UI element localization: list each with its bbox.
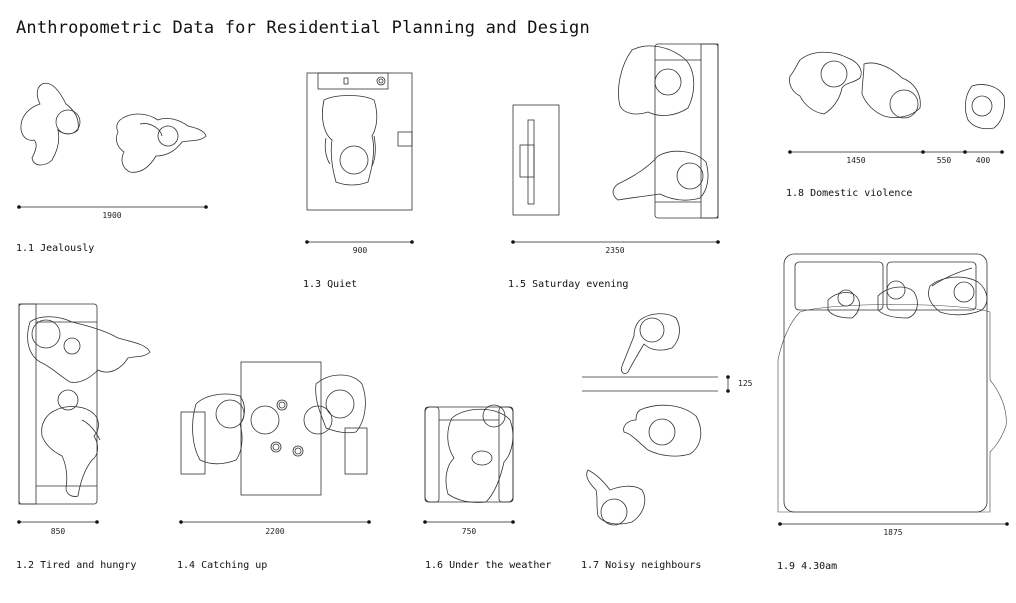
figure-1-7-noisy-neighbours: 125 [582,313,753,526]
dimension-2350: 2350 [605,246,624,255]
person-seated-in-armchair [445,404,514,503]
figure-1-4-catching-up: 2200 [179,361,371,536]
person-upper-on-sofa [618,45,695,116]
sleeping-person-middle [877,280,918,319]
figure-1-2-tired-and-hungry: 850 [17,303,151,536]
dimension-1900: 1900 [102,211,121,220]
figure-1-1-jealously: 1900 [17,82,208,220]
dimension-750: 750 [462,527,477,536]
figure-1-3-quiet: 900 [305,72,414,255]
figure-1-8-domestic-violence: 1450 550 400 [788,51,1005,165]
armchair-outline [424,406,514,503]
duvet-outline [777,304,1007,513]
sofa-outline [18,303,98,505]
person-seated-right [315,374,366,434]
dining-table [180,361,368,496]
dimension-1875: 1875 [883,528,902,537]
person-standing-left [20,82,81,166]
person-lying-on-sofa [27,316,151,383]
plates-and-cups [250,399,333,457]
person-lower-on-sofa [612,150,709,201]
desk-outline [306,72,413,211]
figure-1-5-saturday-evening: 2350 [511,43,720,255]
caption-1-8: 1.8 Domestic violence [786,188,913,199]
person-standing-left [789,51,862,115]
person-gesturing-right [116,113,207,173]
figure-1-9-four-thirty-am: 1875 [777,253,1009,537]
dimension-550: 550 [937,156,952,165]
sofa-outline [654,43,719,219]
person-lying-below [586,469,646,526]
caption-1-5: 1.5 Saturday evening [508,279,629,290]
caption-1-4: 1.4 Catching up [177,560,268,571]
caption-1-9: 1.9 4.30am [777,561,838,572]
caption-1-2: 1.2 Tired and hungry [16,560,137,571]
person-seated-left [192,393,245,465]
person-seated-at-desk [322,95,378,186]
person-child-right [964,84,1005,130]
party-wall [582,376,718,392]
sleeping-person-right [928,267,988,316]
dimension-900: 900 [353,246,368,255]
dimension-850: 850 [51,527,66,536]
caption-1-7: 1.7 Noisy neighbours [581,560,702,571]
dimension-1450: 1450 [846,156,865,165]
caption-1-6: 1.6 Under the weather [425,560,552,571]
person-above-wall [621,313,680,374]
double-bed [783,253,988,513]
caption-1-3: 1.3 Quiet [303,279,358,290]
coffee-table [512,104,560,216]
dimension-125: 125 [738,379,753,388]
person-seated-on-sofa [41,389,101,497]
dimension-400: 400 [976,156,991,165]
figure-1-6-under-the-weather: 750 [423,404,515,536]
caption-1-1: 1.1 Jealously [16,243,95,254]
person-below-wall [623,404,702,457]
person-standing-middle [861,62,921,119]
dimension-2200: 2200 [265,527,284,536]
sheet-title: Anthropometric Data for Residential Plan… [16,18,590,38]
sleeping-person-left [827,289,860,319]
